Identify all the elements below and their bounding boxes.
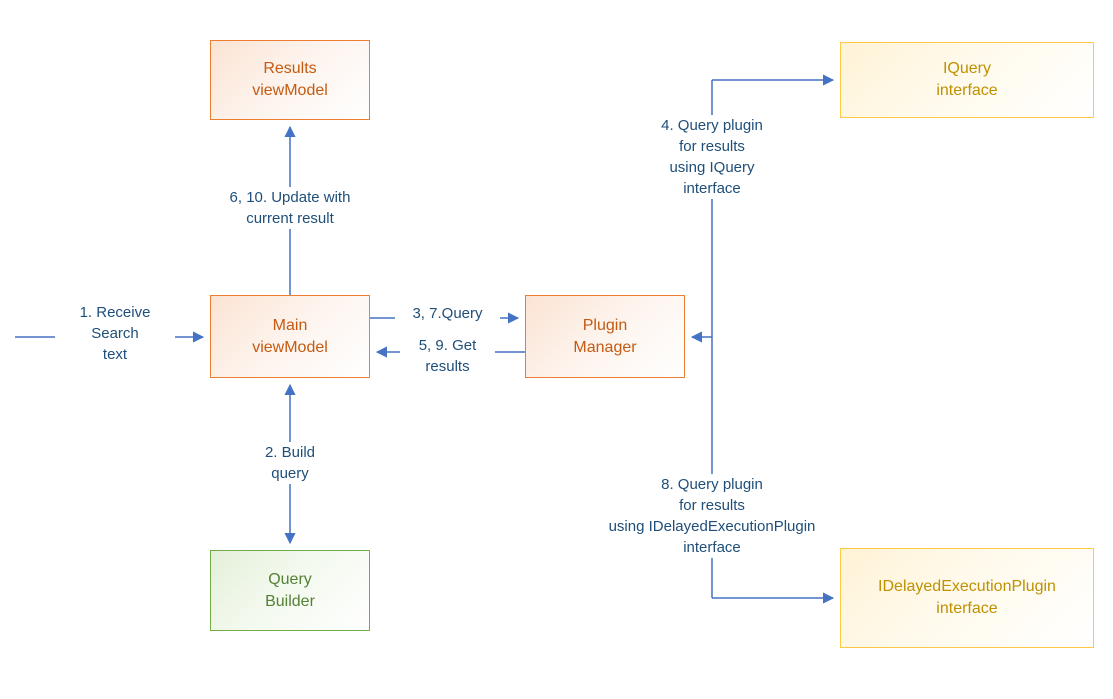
node-iquery-interface: IQuery interface xyxy=(840,42,1094,118)
node-plugin-manager: Plugin Manager xyxy=(525,295,685,378)
node-results-viewmodel: Results viewModel xyxy=(210,40,370,120)
edge-label-query-iquery: 4. Query plugin for results using IQuery… xyxy=(637,115,787,199)
edge-label-receive-search: 1. Receive Search text xyxy=(55,302,175,365)
edge-label-query: 3, 7.Query xyxy=(395,303,500,324)
node-query-builder: Query Builder xyxy=(210,550,370,631)
edge-label-build-query: 2. Build query xyxy=(240,442,340,484)
edge-label-query-idelayed: 8. Query plugin for results using IDelay… xyxy=(597,474,827,558)
node-main-viewmodel: Main viewModel xyxy=(210,295,370,378)
edge-label-update-result: 6, 10. Update with current result xyxy=(205,187,375,229)
node-idelayed-interface: IDelayedExecutionPlugin interface xyxy=(840,548,1094,648)
edge-label-get-results: 5, 9. Get results xyxy=(400,335,495,377)
